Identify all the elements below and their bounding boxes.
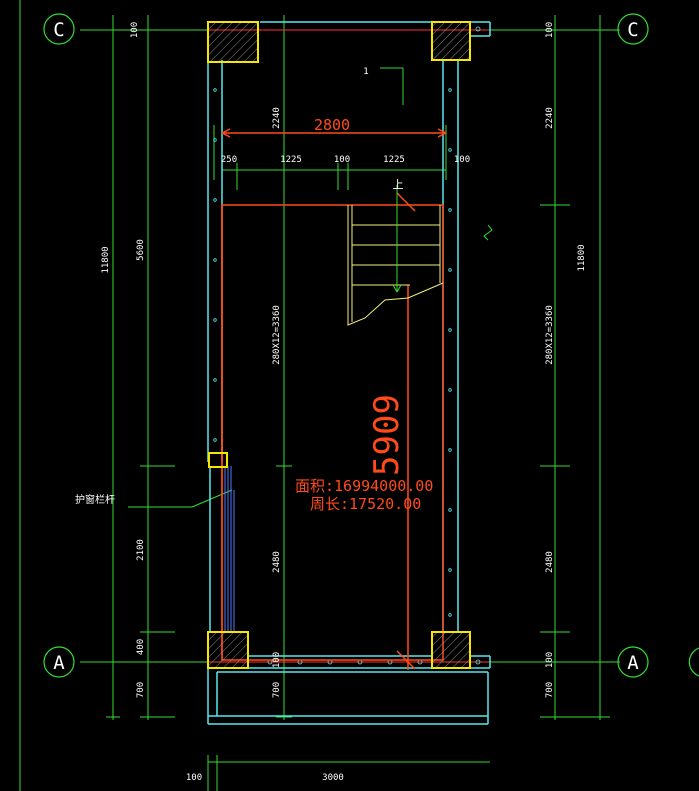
dim-seg-250: 250	[221, 155, 237, 165]
wall-hatch	[213, 26, 481, 665]
dim-seg-1225-a: 1225	[280, 155, 302, 165]
dim-seg-100-a: 100	[334, 155, 350, 165]
axis-label-c-right: C	[627, 19, 638, 41]
dim-right-700: 700	[545, 682, 555, 698]
column-bottom-left	[207, 631, 249, 669]
axis-label-a-left: A	[53, 652, 65, 674]
dim-bottom-100: 100	[186, 773, 202, 783]
measure-perimeter: 周长:17520.00	[310, 495, 421, 513]
dim-right-2480: 2480	[545, 551, 555, 573]
dim-bottom-3000: 3000	[322, 773, 344, 783]
axis-lines	[80, 29, 620, 663]
stair-up-label: 上	[393, 178, 404, 191]
room-outline	[221, 128, 447, 670]
axis-label-c-left: C	[53, 19, 64, 41]
measure-length-5909: 5909	[367, 394, 407, 476]
dim-inner-700: 700	[272, 682, 282, 698]
dim-left-5600: 5600	[136, 239, 146, 261]
dim-inner-2480: 2480	[272, 551, 282, 573]
dim-left-400: 400	[136, 639, 146, 655]
dim-left-700: 700	[136, 682, 146, 698]
stair-arrow	[392, 185, 402, 293]
dim-far-right-11800: 11800	[577, 244, 587, 271]
dim-top-2800: 2800	[314, 116, 350, 134]
stair-flight	[347, 205, 444, 326]
dim-right-100-top: 100	[545, 22, 555, 38]
break-line-symbol	[483, 224, 493, 241]
column-top-right	[431, 21, 471, 61]
axis-bubble-a-right: A	[617, 646, 649, 678]
dim-seg-100-b: 100	[454, 155, 470, 165]
dim-left-2100: 2100	[136, 539, 146, 561]
axis-bubble-c-right: C	[617, 13, 649, 45]
dim-right-2240: 2240	[545, 107, 555, 129]
column-small-left	[208, 452, 228, 468]
dim-inner-stair: 280X12=3360	[272, 305, 282, 365]
railing-label: 护窗栏杆	[75, 493, 115, 506]
axis-bubble-c-left: C	[43, 13, 75, 45]
dim-inner-2240: 2240	[272, 107, 282, 129]
dim-inner-100: 100	[272, 652, 282, 668]
measure-area: 面积:16994000.00	[295, 477, 433, 495]
axis-label-a-right: A	[627, 652, 639, 674]
dim-top-100-left: 100	[130, 22, 140, 38]
partial-axis-bubble-right-edge	[688, 647, 699, 677]
axis-bubble-a-left: A	[43, 646, 75, 678]
dim-left-11800: 11800	[101, 246, 111, 273]
dim-seg-1225-b: 1225	[383, 155, 405, 165]
tag-1: 1	[363, 67, 368, 77]
dim-right-100-bottom: 100	[545, 652, 555, 668]
dim-right-stair: 280X12=3360	[545, 305, 555, 365]
column-bottom-right	[431, 631, 471, 669]
window-railing	[221, 466, 235, 632]
column-top-left	[207, 21, 259, 63]
